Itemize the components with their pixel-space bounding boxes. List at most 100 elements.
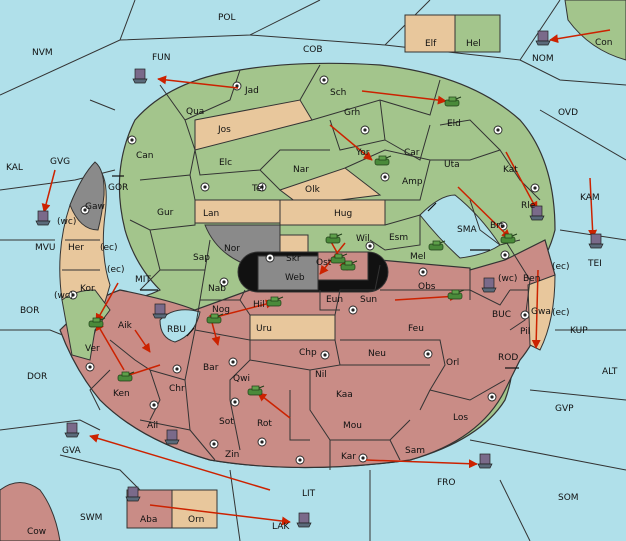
label-jad: Jad xyxy=(244,86,259,96)
label-elc: Elc xyxy=(219,158,232,168)
continent-south[interactable] xyxy=(59,239,556,469)
label-ost: Ost xyxy=(316,258,332,268)
label-nil: Nil xyxy=(315,370,327,380)
label-qwi: Qwi xyxy=(233,374,250,384)
label-lan: Lan xyxy=(203,209,219,219)
ver-region[interactable] xyxy=(61,289,111,361)
label-tei: TEI xyxy=(587,259,602,269)
label-fro: FRO xyxy=(437,478,456,488)
label-chr: Chr xyxy=(169,384,185,394)
label-ver: Ver xyxy=(85,344,100,354)
label-nab: Nab xyxy=(208,284,226,294)
label-mou: Mou xyxy=(343,421,362,431)
label-kor: Kor xyxy=(80,284,95,294)
label-gaw-wc: (wc) xyxy=(57,217,76,227)
label-kor-ec: (ec) xyxy=(107,265,125,275)
cow-island[interactable] xyxy=(0,482,61,541)
label-kor-wc: (wc) xyxy=(54,291,73,301)
label-pil: Pil xyxy=(520,327,530,337)
label-ben: Ben xyxy=(523,274,540,284)
label-neu: Neu xyxy=(368,349,386,359)
label-rbu: RBU xyxy=(167,325,186,335)
label-hug: Hug xyxy=(334,209,352,219)
label-feu: Feu xyxy=(408,324,424,334)
label-ben-ec: (ec) xyxy=(552,262,570,272)
label-svm: SWM xyxy=(80,513,102,523)
label-uru: Uru xyxy=(256,324,272,334)
label-kal: KAL xyxy=(6,163,23,173)
label-kar: Kar xyxy=(341,452,356,462)
label-eld: Eld xyxy=(447,119,461,129)
region-borders xyxy=(62,64,541,470)
label-elf: Elf xyxy=(425,39,437,49)
label-dor: DOR xyxy=(27,372,47,382)
label-ken: Ken xyxy=(113,389,130,399)
gaw-region[interactable] xyxy=(69,161,105,231)
label-gwa: Gwa xyxy=(531,307,551,317)
label-gur: Gur xyxy=(157,208,174,218)
label-nog: Nog xyxy=(212,305,230,315)
label-lak: LAK xyxy=(272,522,290,532)
label-wil: Wil xyxy=(356,234,370,244)
label-esm: Esm xyxy=(389,233,408,243)
label-rle: Rle xyxy=(521,201,536,211)
label-bor: BOR xyxy=(20,306,39,316)
label-pol: POL xyxy=(218,13,236,23)
label-hil: Hil xyxy=(253,300,265,310)
label-los: Los xyxy=(453,413,468,423)
label-kup: KUP xyxy=(570,326,588,336)
coast-links xyxy=(112,175,519,369)
label-con: Con xyxy=(595,38,613,48)
label-sch: Sch xyxy=(330,88,346,98)
label-gva: GVA xyxy=(62,446,82,456)
hug-region[interactable] xyxy=(279,199,386,226)
label-uta: Uta xyxy=(444,160,460,170)
label-eun: Eun xyxy=(326,295,343,305)
label-lit: LIT xyxy=(302,489,316,499)
label-nor: Nor xyxy=(224,244,240,254)
label-orn: Orn xyxy=(188,515,204,525)
label-car: Car xyxy=(404,148,420,158)
label-alt: ALT xyxy=(602,367,618,377)
label-mit: MIT xyxy=(135,275,151,285)
label-som: SOM xyxy=(558,493,579,503)
label-gwa-ec: (ec) xyxy=(552,308,570,318)
label-gvp: GVP xyxy=(555,404,574,414)
label-gvg: GVG xyxy=(50,157,70,167)
label-kat: Kat xyxy=(503,165,518,175)
label-skr: Skr xyxy=(286,254,301,264)
label-olk: Olk xyxy=(305,185,321,195)
label-amp: Amp xyxy=(402,177,423,187)
label-qua: Qua xyxy=(186,107,204,117)
label-sam: Sam xyxy=(405,446,425,456)
land-labels: Elf Hel Jad Sch Qua Jos Grh Eld Can Yor … xyxy=(68,39,551,525)
label-sun: Sun xyxy=(360,295,377,305)
label-cob: COB xyxy=(303,45,323,55)
label-sap: Sap xyxy=(193,253,210,263)
label-nom: NOM xyxy=(532,54,554,64)
coast-labels: (wc) (ec) (ec) (wc) (wc) (ec) (ec) xyxy=(54,217,570,318)
label-gaw: Gaw xyxy=(85,202,105,212)
label-chp: Chp xyxy=(299,348,317,358)
hel-region[interactable] xyxy=(454,14,501,53)
sea-labels: POL NVM FUN COB NOM Con OVD KAL GVG MVU … xyxy=(6,13,618,537)
label-hel: Hel xyxy=(466,39,481,49)
label-bar: Bar xyxy=(203,363,219,373)
label-sma: SMA xyxy=(457,225,477,235)
uru-region[interactable] xyxy=(249,314,336,341)
label-zin: Zin xyxy=(225,450,239,460)
label-cow: Cow xyxy=(27,527,46,537)
label-ben-wc: (wc) xyxy=(498,274,517,284)
label-gor: GOR xyxy=(108,183,128,193)
label-sot: Sot xyxy=(219,417,234,427)
label-can: Can xyxy=(136,151,154,161)
label-rot: Rot xyxy=(257,419,272,429)
gwa-region[interactable] xyxy=(527,274,556,351)
label-fun: FUN xyxy=(152,53,171,63)
label-kam: KAM xyxy=(580,193,600,203)
label-tel: Tel xyxy=(251,184,264,194)
label-nvm: NVM xyxy=(32,48,53,58)
label-aik: Aik xyxy=(118,321,133,331)
label-ovd: OVD xyxy=(558,108,578,118)
